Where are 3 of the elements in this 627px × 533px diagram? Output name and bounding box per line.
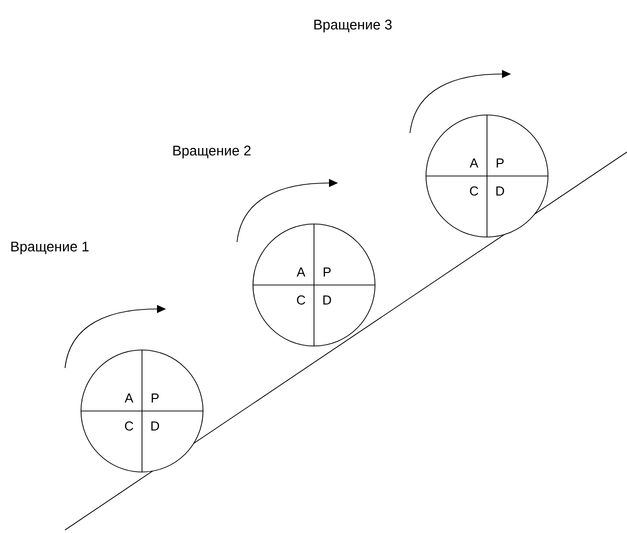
rotation-label: Вращение 2: [173, 146, 251, 158]
rotation-label: Вращение 3: [314, 20, 392, 32]
rotation-label: Вращение 1: [11, 242, 89, 254]
